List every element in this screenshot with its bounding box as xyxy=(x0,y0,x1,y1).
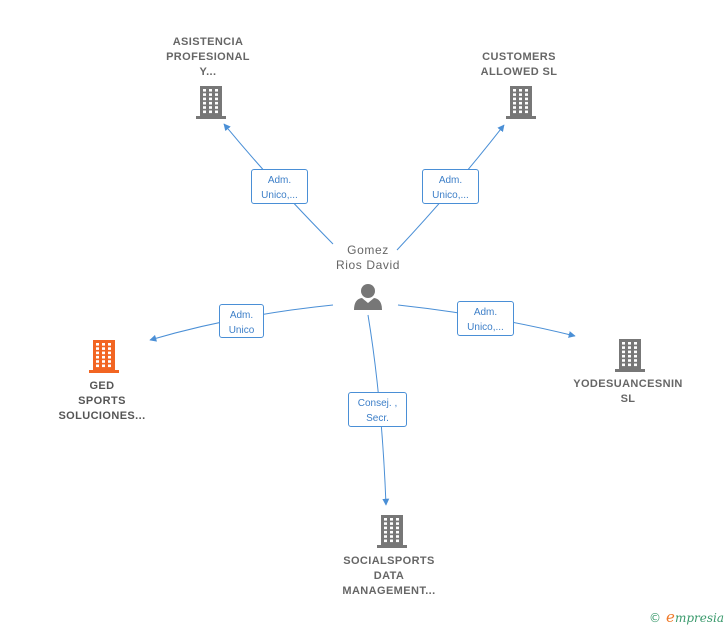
role-label-line: Unico xyxy=(228,325,255,336)
node-label-line: ALLOWED SL xyxy=(480,66,558,78)
person-icon[interactable] xyxy=(354,284,382,310)
node-label-line: SOLUCIONES... xyxy=(58,410,146,422)
role-label-line: Unico,... xyxy=(261,190,298,201)
node-label-customers[interactable]: CUSTOMERS ALLOWED SL xyxy=(463,50,575,80)
role-label-ged[interactable]: Adm. Unico xyxy=(219,304,264,338)
building-icon[interactable] xyxy=(89,340,119,373)
node-label-socialsports[interactable]: SOCIALSPORTS DATA MANAGEMENT... xyxy=(330,554,448,599)
node-label-line: PROFESIONAL xyxy=(166,51,250,63)
role-label-line: Adm. xyxy=(267,175,292,186)
role-label-line: Adm. xyxy=(229,310,254,321)
role-label-line: Unico,... xyxy=(467,322,504,333)
role-label-line: Secr. xyxy=(366,413,389,424)
role-label-line: Unico,... xyxy=(432,190,469,201)
role-label-yodesuances[interactable]: Adm. Unico,... xyxy=(457,301,514,336)
role-label-asistencia[interactable]: Adm. Unico,... xyxy=(251,169,308,204)
role-label-customers[interactable]: Adm. Unico,... xyxy=(422,169,479,204)
brand-watermark: © empresia xyxy=(649,608,724,626)
role-label-line: Adm. xyxy=(438,175,463,186)
role-label-line: Consej. , xyxy=(357,398,398,409)
node-label-line: CUSTOMERS xyxy=(482,51,556,63)
node-label-line: ASISTENCIA xyxy=(172,36,244,48)
node-label-line: DATA xyxy=(373,570,405,582)
role-label-socialsports[interactable]: Consej. , Secr. xyxy=(348,392,407,427)
building-icon[interactable] xyxy=(506,86,536,119)
building-icon[interactable] xyxy=(377,515,407,548)
node-label-line: SPORTS xyxy=(78,395,126,407)
brand-logo-initial: e xyxy=(666,608,675,626)
building-icon[interactable] xyxy=(196,86,226,119)
node-label-line: SOCIALSPORTS xyxy=(343,555,435,567)
copyright-symbol: © xyxy=(649,611,662,625)
brand-name: mpresia xyxy=(674,611,724,625)
center-person-label[interactable]: Gomez Rios David xyxy=(323,243,413,273)
building-icon[interactable] xyxy=(615,339,645,372)
node-label-line: MANAGEMENT... xyxy=(342,585,436,597)
node-label-ged[interactable]: GED SPORTS SOLUCIONES... xyxy=(42,379,162,424)
node-label-line: Y... xyxy=(199,66,217,78)
node-label-line: GED xyxy=(89,380,115,392)
node-label-line: YODESUANCESNIN xyxy=(573,378,683,390)
center-name-line: Rios David xyxy=(335,258,401,272)
role-label-line: Adm. xyxy=(473,307,498,318)
node-label-yodesuances[interactable]: YODESUANCESNIN SL xyxy=(565,377,691,407)
node-label-line: SL xyxy=(620,393,636,405)
center-name-line: Gomez xyxy=(347,243,389,257)
node-label-asistencia[interactable]: ASISTENCIA PROFESIONAL Y... xyxy=(152,35,264,80)
